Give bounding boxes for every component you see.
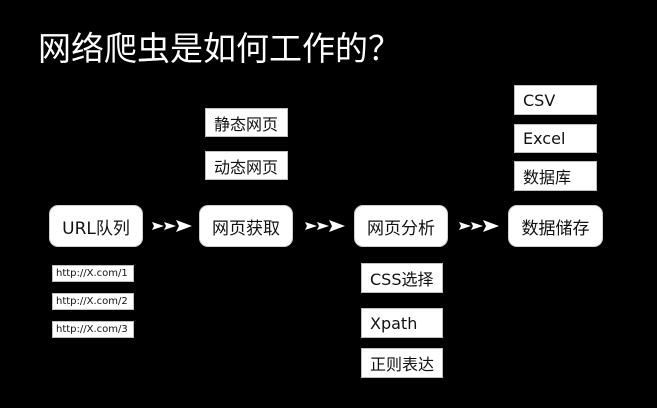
page-type-dynamic: 动态网页 [205, 151, 288, 180]
storage-type-csv: CSV [514, 85, 597, 115]
parse-method-css: CSS选择 [361, 263, 443, 293]
stage-url-queue: URL队列 [49, 205, 143, 247]
parse-method-xpath: Xpath [361, 308, 443, 338]
url-item: http://X.com/2 [52, 293, 134, 310]
stage-data-storage: 数据储存 [508, 205, 603, 247]
parse-method-regex: 正则表达 [361, 348, 443, 378]
storage-type-database: 数据库 [514, 161, 597, 191]
stage-page-fetch: 网页获取 [199, 205, 293, 247]
stage-page-parse: 网页分析 [354, 205, 448, 247]
page-type-static: 静态网页 [205, 108, 288, 137]
arrow-icon [305, 220, 345, 232]
url-item: http://X.com/1 [52, 265, 134, 282]
arrow-icon [152, 220, 192, 232]
arrow-icon [459, 220, 499, 232]
storage-type-excel: Excel [514, 124, 597, 153]
slide-title: 网络爬虫是如何工作的？ [38, 29, 401, 68]
url-item: http://X.com/3 [52, 321, 134, 338]
